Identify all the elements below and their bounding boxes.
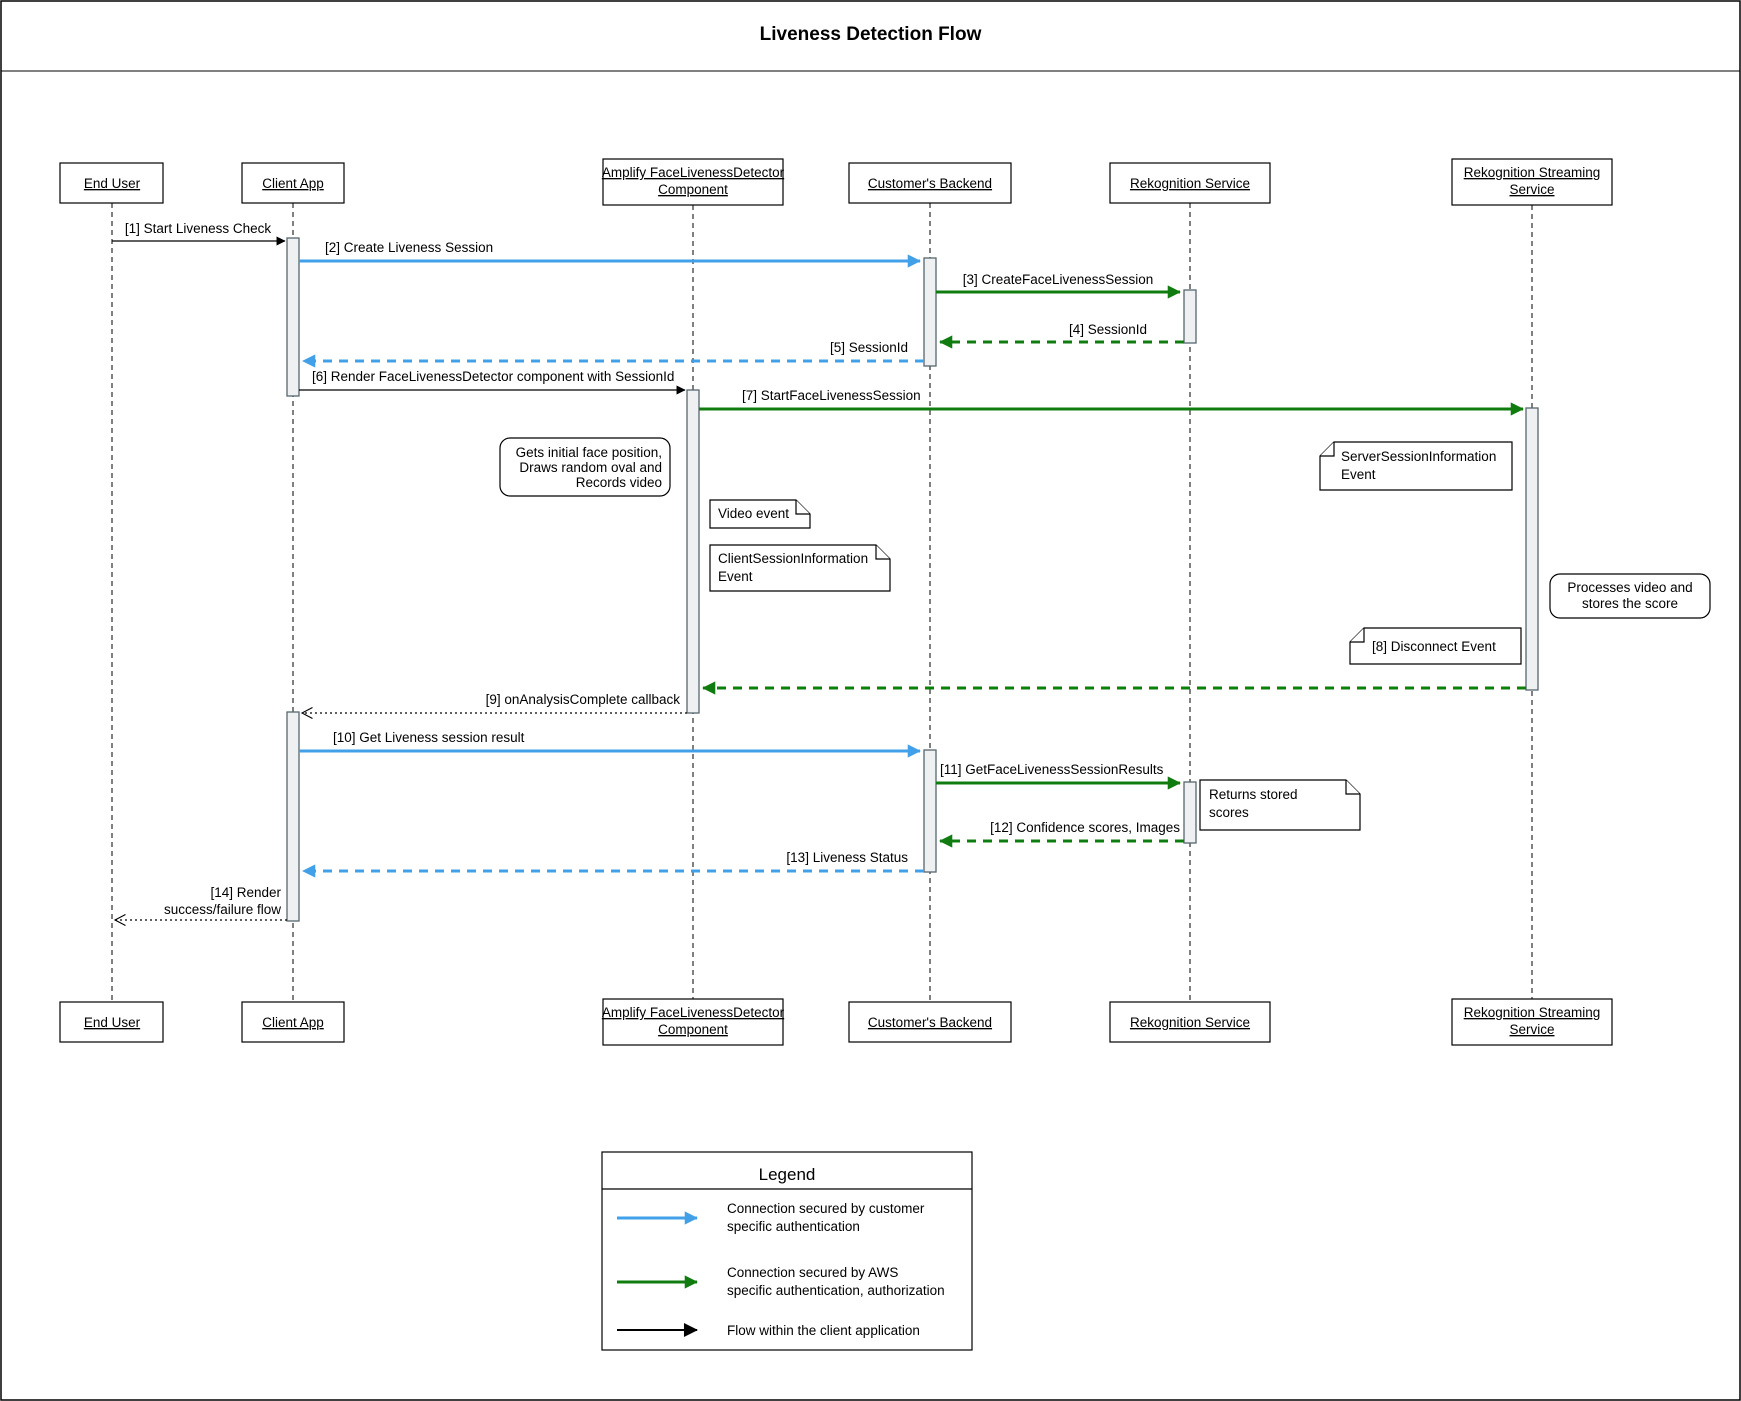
actor-bottom-customers-backend: Customer's Backend <box>848 1001 1012 1043</box>
actor-label: Amplify FaceLivenessDetector <box>602 165 785 180</box>
activation-amplify-component <box>686 389 700 714</box>
actor-label: End User <box>84 176 141 191</box>
activation-rekognition-streaming-service <box>1525 407 1539 691</box>
note-disconnect-event: [8] Disconnect Event <box>1349 627 1522 665</box>
note-line: Draws random oval and <box>519 460 662 475</box>
message-5: [5] SessionId <box>302 340 924 368</box>
actor-label: Component <box>658 1022 728 1037</box>
note-line: stores the score <box>1582 596 1678 611</box>
actor-label: Component <box>658 182 728 197</box>
message-2: [2] Create Liveness Session <box>299 240 921 268</box>
note-video-event: Video event <box>709 499 811 529</box>
message-7: [7] StartFaceLivenessSession <box>699 388 1524 416</box>
actor-top-rekognition-streaming-service: Rekognition Streaming Service <box>1451 158 1613 206</box>
note-clientsessioninformation-event: ClientSessionInformation Event <box>709 544 891 592</box>
actor-label: Rekognition Service <box>1130 176 1250 191</box>
legend-title: Legend <box>759 1165 816 1184</box>
actor-top-customers-backend: Customer's Backend <box>848 162 1012 204</box>
note-line: Processes video and <box>1567 580 1692 595</box>
message-1-label: [1] Start Liveness Check <box>125 221 272 236</box>
note-line: [8] Disconnect Event <box>1372 639 1496 654</box>
activation-customers-backend-2 <box>923 749 937 873</box>
message-5-label: [5] SessionId <box>830 340 908 355</box>
actor-bottom-client-app: Client App <box>241 1001 345 1043</box>
actor-label: Amplify FaceLivenessDetector <box>602 1005 785 1020</box>
message-2-label: [2] Create Liveness Session <box>325 240 493 255</box>
note-line: Event <box>1341 467 1376 482</box>
actor-bottom-amplify-facelivenessdetector-component: Amplify FaceLivenessDetector Component <box>602 998 785 1046</box>
message-6-label: [6] Render FaceLivenessDetector componen… <box>312 369 674 384</box>
message-1: [1] Start Liveness Check <box>112 221 286 246</box>
actor-top-client-app: Client App <box>241 162 345 204</box>
message-9: [9] onAnalysisComplete callback <box>300 692 687 719</box>
message-9-label: [9] onAnalysisComplete callback <box>486 692 681 707</box>
note-line: scores <box>1209 805 1249 820</box>
actor-label: Customer's Backend <box>868 176 992 191</box>
message-11-label: [11] GetFaceLivenessSessionResults <box>940 762 1164 777</box>
message-3-label: [3] CreateFaceLivenessSession <box>963 272 1154 287</box>
legend-label: Connection secured by customer <box>727 1201 925 1216</box>
note-line: ServerSessionInformation <box>1341 449 1496 464</box>
actor-top-amplify-facelivenessdetector-component: Amplify FaceLivenessDetector Component <box>602 158 785 206</box>
actor-label: End User <box>84 1015 141 1030</box>
message-14-label: [14] Render <box>210 885 281 900</box>
legend-label: specific authentication, authorization <box>727 1283 945 1298</box>
actor-top-rekognition-service: Rekognition Service <box>1109 162 1271 204</box>
actor-label: Customer's Backend <box>868 1015 992 1030</box>
note-gets-initial-face-position: Gets initial face position, Draws random… <box>499 437 671 497</box>
actor-label: Client App <box>262 176 324 191</box>
note-line: Video event <box>718 506 789 521</box>
activation-customers-backend-1 <box>923 257 937 367</box>
message-10: [10] Get Liveness session result <box>299 730 921 758</box>
message-7-label: [7] StartFaceLivenessSession <box>742 388 921 403</box>
note-line: Gets initial face position, <box>516 445 662 460</box>
message-4-label: [4] SessionId <box>1069 322 1147 337</box>
note-line: ClientSessionInformation <box>718 551 868 566</box>
actor-label: Service <box>1509 1022 1554 1037</box>
legend-label: specific authentication <box>727 1219 860 1234</box>
page-title: Liveness Detection Flow <box>760 24 982 45</box>
activation-client-app-1 <box>286 237 300 397</box>
actor-label: Rekognition Service <box>1130 1015 1250 1030</box>
note-processes-video: Processes video and stores the score <box>1549 573 1711 619</box>
actor-label: Client App <box>262 1015 324 1030</box>
actor-label: Rekognition Streaming <box>1464 1005 1601 1020</box>
legend-box <box>601 1151 973 1351</box>
message-10-label: [10] Get Liveness session result <box>333 730 525 745</box>
message-13: [13] Liveness Status <box>302 850 924 878</box>
actor-bottom-rekognition-streaming-service: Rekognition Streaming Service <box>1451 998 1613 1046</box>
activation-rekognition-service-2 <box>1183 781 1197 844</box>
message-6: [6] Render FaceLivenessDetector componen… <box>299 369 686 395</box>
actor-label: Service <box>1509 182 1554 197</box>
message-3: [3] CreateFaceLivenessSession <box>936 272 1181 299</box>
note-line: Returns stored <box>1209 787 1298 802</box>
message-12-label: [12] Confidence scores, Images <box>990 820 1180 835</box>
message-11: [11] GetFaceLivenessSessionResults <box>936 762 1181 790</box>
actor-bottom-end-user: End User <box>59 1001 164 1043</box>
note-line: Event <box>718 569 753 584</box>
note-line: Records video <box>576 475 662 490</box>
message-14: [14] Render success/failure flow <box>113 885 287 926</box>
message-14-label: success/failure flow <box>164 902 281 917</box>
legend: Legend Connection secured by customer sp… <box>601 1151 973 1351</box>
note-serversessioninformation-event: ServerSessionInformation Event <box>1319 441 1513 491</box>
activation-rekognition-service-1 <box>1183 289 1197 344</box>
actor-label: Rekognition Streaming <box>1464 165 1601 180</box>
actor-top-end-user: End User <box>59 162 164 204</box>
message-13-label: [13] Liveness Status <box>786 850 908 865</box>
legend-item-aws-auth: Connection secured by AWS specific authe… <box>617 1265 945 1298</box>
actor-bottom-rekognition-service: Rekognition Service <box>1109 1001 1271 1043</box>
legend-item-client-flow: Flow within the client application <box>617 1323 920 1338</box>
legend-item-customer-auth: Connection secured by customer specific … <box>617 1201 925 1234</box>
message-4: [4] SessionId <box>939 322 1184 349</box>
legend-label: Flow within the client application <box>727 1323 920 1338</box>
message-12: [12] Confidence scores, Images <box>939 820 1184 848</box>
activation-client-app-2 <box>286 711 300 922</box>
note-returns-stored-scores: Returns stored scores <box>1199 779 1361 831</box>
legend-label: Connection secured by AWS <box>727 1265 898 1280</box>
